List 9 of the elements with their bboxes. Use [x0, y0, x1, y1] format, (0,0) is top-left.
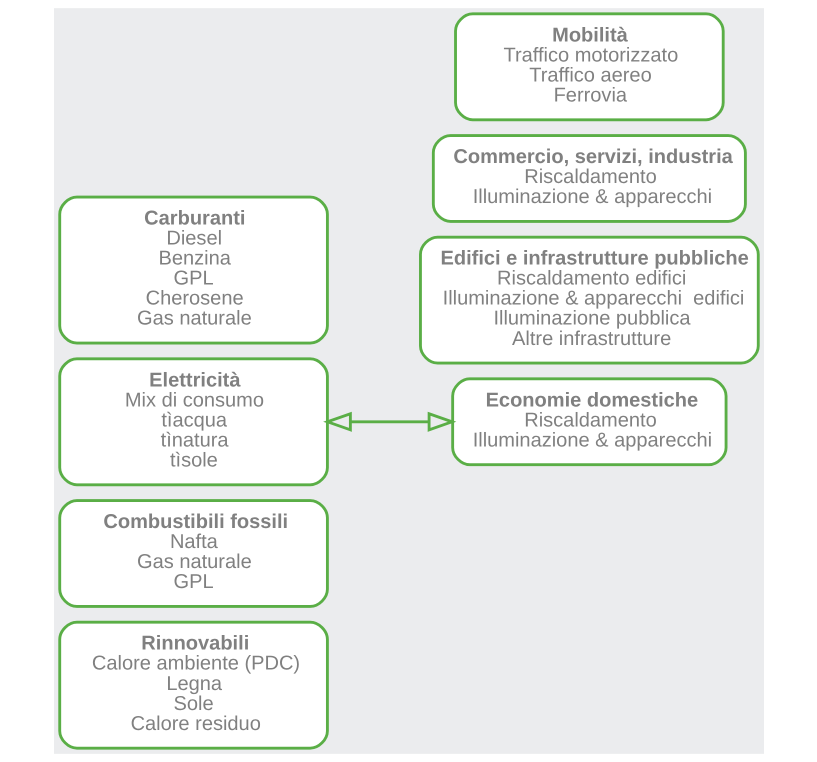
arrow	[322, 412, 456, 432]
node-box: Carburanti Diesel Benzina GPL Cherosene Gas naturale	[58, 196, 328, 344]
node-box: Rinnovabili Calore ambiente (PDC) Legna Sole Calore residuo	[58, 620, 328, 750]
node-box: Commercio, servizi, industria Riscaldamento Illuminazione & apparecchi	[431, 134, 746, 223]
node-box: Economie domestiche Riscaldamento Illuminazione & apparecchi	[450, 377, 727, 466]
node-box: Combustibili fossili Nafta Gas naturale GPL	[58, 499, 328, 608]
node-box: Mobilità Traffico motorizzato Traffico aereo Ferrovia	[454, 12, 724, 122]
node-box: Elettricità Mix di consumo tìacqua tìnatura tìsole	[58, 357, 328, 486]
node-box: Edifici e infrastrutture pubbliche Riscaldamento edifici Illuminazione & apparecchi edifici Illuminazione pubblica Altre infrastrutture	[418, 236, 760, 365]
